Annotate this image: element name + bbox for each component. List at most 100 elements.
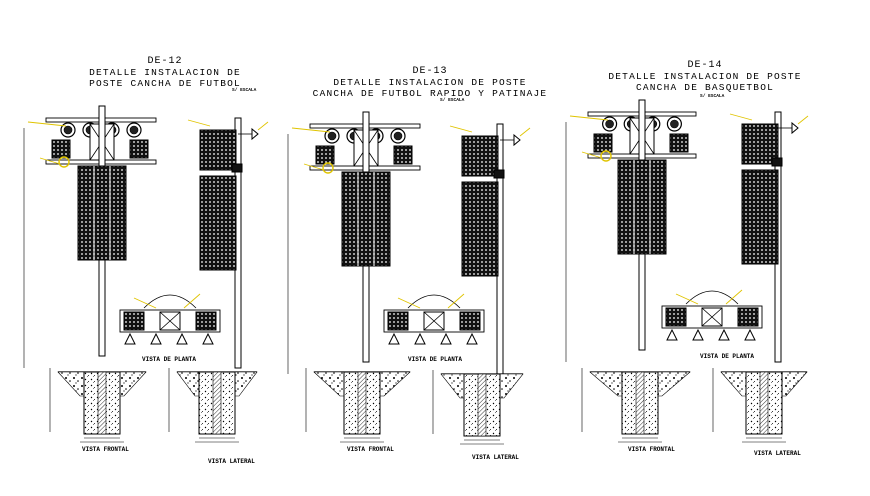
detail-title-de12: DE-12 DETALLE INSTALACION DE POSTE CANCH… xyxy=(60,56,270,89)
plan-box xyxy=(195,311,217,331)
view-label-front: VISTA FRONTAL xyxy=(82,446,129,453)
view-label-plan: VISTA DE PLANTA xyxy=(142,356,197,363)
detail-title-line1: DETALLE INSTALACION DE POSTE xyxy=(333,77,527,88)
view-label-side: VISTA LATERAL xyxy=(208,458,255,465)
highlight-ring xyxy=(58,156,70,168)
plan-lamp xyxy=(666,328,678,341)
plan-lamp xyxy=(124,332,136,345)
equipment-box xyxy=(669,133,689,153)
detail-title-line2: POSTE CANCHA DE FUTBOL xyxy=(89,78,241,89)
detail-code: DE-14 xyxy=(687,60,723,71)
plan-cross xyxy=(423,311,445,331)
plan-lamp xyxy=(466,332,478,345)
plan-lamp xyxy=(202,332,214,345)
plan-lamp xyxy=(692,328,704,341)
pole-embed xyxy=(357,371,367,435)
leader-line xyxy=(133,297,157,309)
pole-embed xyxy=(97,371,107,435)
plan-box xyxy=(665,307,687,327)
leader-line xyxy=(449,125,473,133)
detail-code: DE-12 xyxy=(147,56,183,67)
scale-note: S/ ESCALA xyxy=(440,98,465,103)
leader-line xyxy=(519,127,531,137)
side-cabinet xyxy=(741,169,779,265)
view-label-side: VISTA LATERAL xyxy=(754,450,801,457)
plan-lamp xyxy=(150,332,162,345)
pole-embed xyxy=(635,371,645,435)
lamp-small xyxy=(231,163,243,173)
equipment-box xyxy=(593,133,613,153)
view-label-plan: VISTA DE PLANTA xyxy=(408,356,463,363)
plan-cross xyxy=(701,307,723,327)
lamp-lens xyxy=(605,119,614,129)
lamp-lens xyxy=(393,131,403,141)
pole-embed xyxy=(477,373,487,437)
plan-lamp xyxy=(440,332,452,345)
plan-box xyxy=(123,311,145,331)
cabinet xyxy=(341,171,391,267)
plan-lamp xyxy=(176,332,188,345)
equipment-box xyxy=(51,139,71,159)
leader-line xyxy=(447,293,465,309)
lamp-lens xyxy=(327,131,337,141)
leader-line xyxy=(183,293,201,309)
highlight-ring xyxy=(322,162,334,174)
pole-embed xyxy=(212,371,222,435)
lamp-small xyxy=(771,157,783,167)
detail-title-line1: DETALLE INSTALACION DE POSTE xyxy=(608,71,802,82)
plan-lamp xyxy=(388,332,400,345)
plan-lamp xyxy=(718,328,730,341)
equipment-box xyxy=(315,145,335,165)
lamp-lens xyxy=(129,125,139,135)
plan-arc xyxy=(685,290,739,305)
equipment-box xyxy=(129,139,149,159)
plan-box xyxy=(387,311,409,331)
leader-line xyxy=(725,289,743,305)
cabinet xyxy=(77,165,127,261)
lamp-head xyxy=(791,121,799,135)
leader-line xyxy=(303,163,325,171)
plan-lamp xyxy=(744,328,756,341)
detail-title-line2: CANCHA DE FUTBOL RAPIDO Y PATINAJE xyxy=(312,88,548,99)
leader-line xyxy=(187,119,211,127)
lamp-lens xyxy=(670,119,679,129)
side-box xyxy=(741,123,779,165)
detail-title-line1: DETALLE INSTALACION DE xyxy=(89,67,241,78)
side-box xyxy=(461,135,499,177)
view-label-front: VISTA FRONTAL xyxy=(347,446,394,453)
view-label-plan: VISTA DE PLANTA xyxy=(700,353,755,360)
leader-line xyxy=(581,151,603,159)
detail-title-line2: CANCHA DE BASQUETBOL xyxy=(635,82,775,93)
leader-line xyxy=(257,121,269,131)
plan-lamp xyxy=(414,332,426,345)
detail-title-de13: DE-13 DETALLE INSTALACION DE POSTE CANCH… xyxy=(300,66,560,99)
scale-note: S/ ESCALA xyxy=(232,88,257,93)
leader-line xyxy=(797,115,809,125)
lamp-small xyxy=(493,169,505,179)
plan-cross xyxy=(159,311,181,331)
leader-line xyxy=(39,157,61,165)
pole-embed xyxy=(759,371,769,435)
detail-code: DE-13 xyxy=(412,66,448,77)
plan-box xyxy=(459,311,481,331)
highlight-ring xyxy=(600,150,612,162)
detail-title-de14: DE-14 DETALLE INSTALACION DE POSTE CANCH… xyxy=(590,60,820,93)
leader-line xyxy=(291,127,331,133)
plan-arc xyxy=(407,294,461,309)
leader-line xyxy=(27,121,67,127)
plan-box xyxy=(737,307,759,327)
lamp-head xyxy=(251,127,259,141)
lamp-lens xyxy=(63,125,73,135)
view-label-front: VISTA FRONTAL xyxy=(628,446,675,453)
side-cabinet xyxy=(461,181,499,277)
leader-line xyxy=(675,293,699,305)
leader-line xyxy=(569,115,609,121)
side-box xyxy=(199,129,237,171)
side-cabinet xyxy=(199,175,237,271)
leader-line xyxy=(397,297,421,309)
equipment-box xyxy=(393,145,413,165)
scale-note: S/ ESCALA xyxy=(700,94,725,99)
view-label-side: VISTA LATERAL xyxy=(472,454,519,461)
leader-line xyxy=(729,113,753,121)
